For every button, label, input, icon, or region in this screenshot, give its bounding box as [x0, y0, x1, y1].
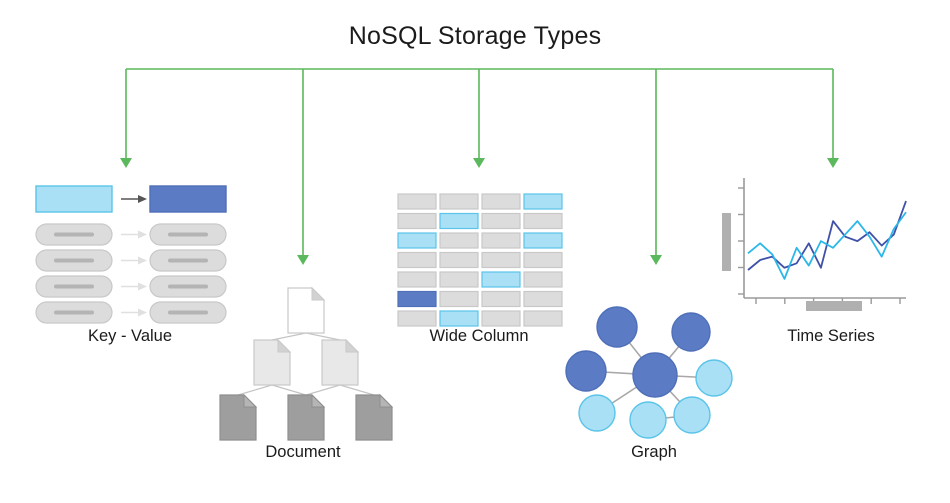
page-title: NoSQL Storage Types: [348, 22, 602, 50]
wide-column-cell-r6-c1: [439, 310, 479, 327]
connector-arrowhead-time-series: [827, 158, 839, 168]
wide-column-cell-r6-c0: [397, 310, 437, 327]
wide-column-cell-r3-c0: [397, 251, 437, 269]
wide-column-cell-r0-c0: [397, 193, 437, 210]
wide-column-cell-r6-c3: [523, 310, 563, 327]
document-page-fold-5: [379, 393, 394, 408]
connector-arrowhead-wide-column: [473, 158, 485, 168]
wide-column-cell-r2-c1: [439, 232, 479, 249]
wide-column-cell-r1-c0: [397, 212, 437, 230]
kv-key-box: [35, 185, 113, 213]
document-page-fold-0: [311, 286, 326, 301]
graph-node-top-left: [596, 306, 638, 348]
wide-column-cell-r3-c1: [439, 251, 479, 269]
document-page-fold-4: [311, 393, 326, 408]
kv-arrow-head-1: [138, 230, 147, 239]
document-page-fold-1: [277, 338, 292, 353]
kv-value-box: [149, 185, 227, 213]
kv-arrow-head-4: [138, 308, 147, 317]
wide-column-cell-r6-c2: [481, 310, 521, 327]
wide-column-cell-r5-c2: [481, 290, 521, 308]
wide-column-cell-r4-c2: [481, 271, 521, 288]
graph-node-top-right: [671, 312, 711, 352]
chart-line-series-navy: [747, 200, 907, 271]
graph-node-left: [565, 350, 607, 392]
kv-arrow-head-2: [138, 256, 147, 265]
label-key-value: Key - Value: [87, 327, 173, 345]
document-edge-3: [271, 384, 307, 396]
wide-column-cell-r5-c3: [523, 290, 563, 308]
graph-node-bottom-mid: [629, 401, 667, 439]
wide-column-cell-r2-c0: [397, 232, 437, 249]
graph-node-bottom-left: [578, 394, 616, 432]
kv-arrow-head-3: [138, 282, 147, 291]
graph-node-right: [695, 359, 733, 397]
document-edge-0: [271, 332, 307, 341]
kv-pill-bar-3-right: [168, 284, 208, 289]
connector-arrowhead-key-value: [120, 158, 132, 168]
label-document: Document: [265, 443, 341, 461]
kv-pill-bar-3-left: [54, 284, 94, 289]
wide-column-cell-r1-c3: [523, 212, 563, 230]
document-page-fold-2: [345, 338, 360, 353]
wide-column-cell-r5-c1: [439, 290, 479, 308]
wide-column-cell-r2-c2: [481, 232, 521, 249]
kv-pill-bar-2-right: [168, 258, 208, 263]
chart-x-label-placeholder: [806, 301, 862, 311]
wide-column-cell-r0-c2: [481, 193, 521, 210]
kv-pill-bar-4-left: [54, 310, 94, 315]
document-edge-4: [305, 384, 341, 396]
wide-column-cell-r0-c1: [439, 193, 479, 210]
graph-node-center: [632, 352, 678, 398]
wide-column-cell-r1-c1: [439, 212, 479, 230]
kv-pill-bar-2-left: [54, 258, 94, 263]
chart-y-label-placeholder: [722, 213, 731, 271]
wide-column-cell-r1-c2: [481, 212, 521, 230]
wide-column-cell-r4-c0: [397, 271, 437, 288]
label-graph: Graph: [631, 443, 677, 461]
wide-column-cell-r5-c0: [397, 290, 437, 308]
chart-line-series-cyan: [747, 211, 907, 280]
label-time-series: Time Series: [787, 327, 875, 345]
wide-column-cell-r2-c3: [523, 232, 563, 249]
document-edge-5: [339, 384, 375, 396]
kv-arrow-head-0: [138, 195, 147, 203]
wide-column-cell-r3-c2: [481, 251, 521, 269]
kv-pill-bar-1-right: [168, 232, 208, 237]
wide-column-cell-r0-c3: [523, 193, 563, 210]
wide-column-cell-r3-c3: [523, 251, 563, 269]
wide-column-cell-r4-c1: [439, 271, 479, 288]
kv-pill-bar-1-left: [54, 232, 94, 237]
document-edge-1: [305, 332, 341, 341]
connector-arrowhead-graph: [650, 255, 662, 265]
document-edge-2: [237, 384, 273, 396]
graph-node-bottom-right: [673, 396, 711, 434]
kv-pill-bar-4-right: [168, 310, 208, 315]
wide-column-cell-r4-c3: [523, 271, 563, 288]
connector-arrowhead-document: [297, 255, 309, 265]
label-wide-column: Wide Column: [429, 327, 529, 345]
document-page-fold-3: [243, 393, 258, 408]
